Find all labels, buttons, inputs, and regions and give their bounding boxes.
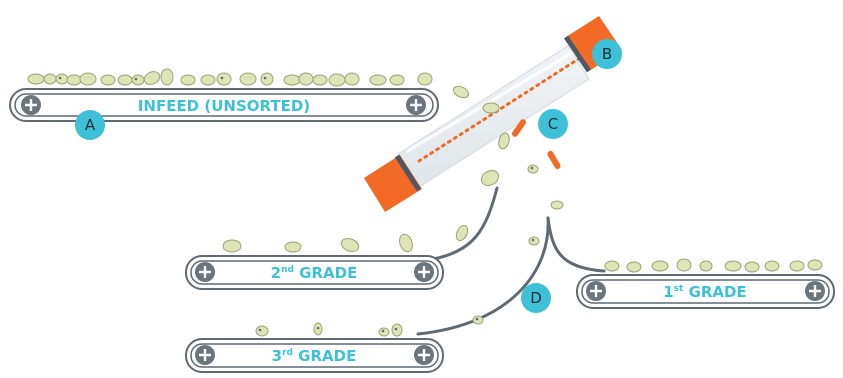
third-grade-conveyor: 3rd GRADE: [185, 338, 444, 373]
infeed-conveyor: INFEED (UNSORTED): [9, 88, 439, 122]
falling-beans: [452, 85, 564, 210]
first-grade-label: 1st GRADE: [663, 283, 747, 301]
first-grade-beans: [604, 258, 823, 273]
marker-b: B: [592, 39, 622, 69]
third-grade-left-roller-icon: [195, 345, 215, 365]
first-grade-left-roller-icon: [586, 281, 606, 301]
infeed-right-roller-icon: [406, 95, 426, 115]
marker-a: A: [75, 110, 105, 140]
svg-text:D: D: [530, 289, 542, 307]
second-grade-label: 2nd GRADE: [271, 264, 358, 282]
second-grade-conveyor: 2nd GRADE: [185, 255, 444, 290]
third-grade-label: 3rd GRADE: [272, 347, 357, 365]
svg-text:B: B: [602, 45, 612, 63]
chute-to-3rd-grade: [416, 216, 550, 336]
first-grade-conveyor: 1st GRADE: [576, 274, 835, 309]
infeed-beans: [27, 68, 433, 87]
marker-d: D: [521, 283, 551, 313]
svg-text:C: C: [548, 115, 558, 133]
third-grade-beans: [255, 236, 540, 337]
second-grade-right-roller-icon: [414, 262, 434, 282]
infeed-label: INFEED (UNSORTED): [138, 97, 310, 115]
ejector-air-jets: [511, 119, 561, 170]
marker-c: C: [538, 109, 568, 139]
chute-to-2nd-grade: [416, 186, 499, 264]
first-grade-right-roller-icon: [805, 281, 825, 301]
chute-to-1st-grade: [546, 216, 606, 273]
chutes: [416, 186, 606, 336]
infeed-left-roller-icon: [21, 95, 41, 115]
second-grade-left-roller-icon: [195, 262, 215, 282]
third-grade-right-roller-icon: [414, 345, 434, 365]
second-grade-beans: [222, 224, 469, 253]
svg-text:A: A: [85, 116, 96, 134]
